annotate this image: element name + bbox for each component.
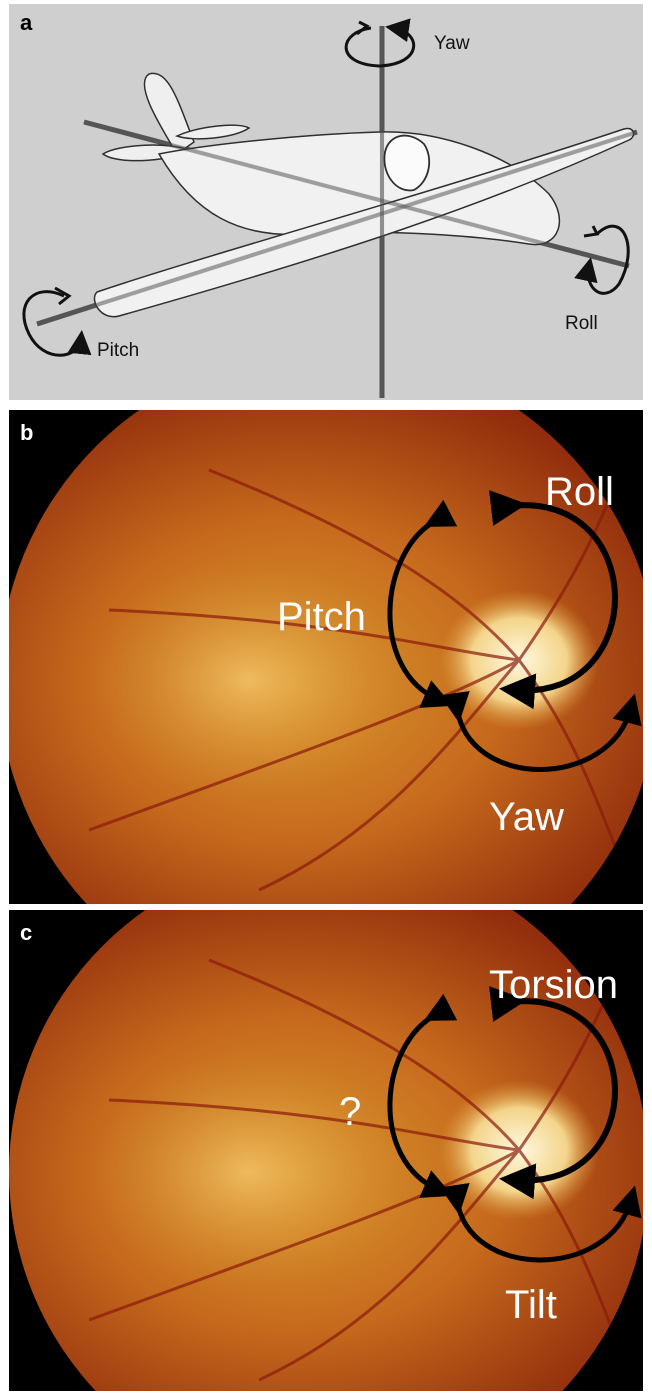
panel-b-fundus-roll-pitch-yaw: Roll Pitch Yaw b — [9, 410, 643, 904]
yaw-label: Yaw — [434, 33, 470, 54]
pitch-label: Pitch — [277, 595, 366, 639]
fundus-photo-c: Torsion ? Tilt — [9, 910, 643, 1391]
unknown-label: ? — [339, 1090, 361, 1134]
yaw-label: Yaw — [489, 795, 564, 839]
pitch-label: Pitch — [97, 340, 139, 361]
panel-letter-a: a — [20, 10, 32, 36]
panel-c-fundus-torsion-tilt: Torsion ? Tilt c — [9, 910, 643, 1391]
fundus-photo-b: Roll Pitch Yaw — [9, 410, 643, 904]
panel-letter-c: c — [20, 920, 32, 946]
pitch-rotation-arrow — [24, 292, 81, 356]
panel-a-airplane-diagram: Yaw Roll Pitch a — [9, 4, 643, 400]
airplane-illustration: Yaw Roll Pitch — [9, 4, 643, 400]
tilt-label: Tilt — [505, 1283, 557, 1327]
torsion-label: Torsion — [489, 963, 618, 1007]
panel-letter-b: b — [20, 420, 33, 446]
roll-label: Roll — [545, 470, 614, 514]
roll-label: Roll — [565, 313, 598, 334]
